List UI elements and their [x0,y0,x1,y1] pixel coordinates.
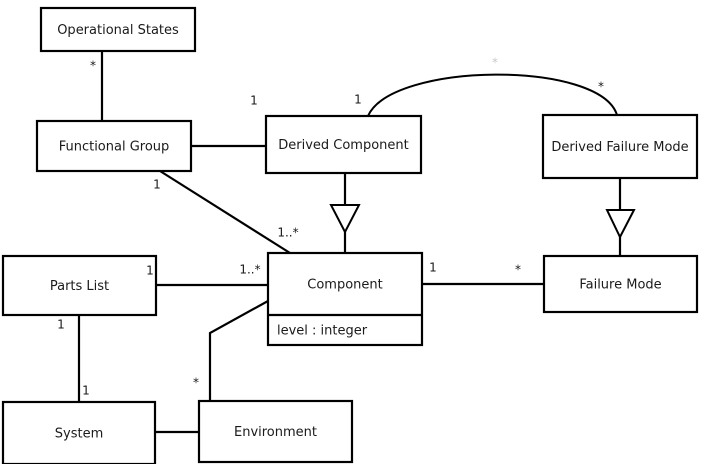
multiplicity-label-mult-derived-failure-mode-curve: * [598,80,604,94]
class-name-functional-group: Functional Group [59,140,170,155]
multiplicity-label-mult-derived-component-curve: 1 [354,93,362,107]
multiplicity-label-mult-environment-up: * [193,376,199,390]
generalization-arrow-icon-derived-failure-mode--failure-mode [605,209,636,240]
class-frame-derived-failure-mode [541,113,699,180]
multiplicity-label-mult-parts-list-to-system: 1 [57,318,65,332]
class-box-derived-failure-mode[interactable]: Derived Failure Mode [541,113,699,180]
class-frame-failure-mode [542,254,699,314]
multiplicity-label-mult-failure-mode-left: * [515,263,521,277]
class-frame-parts-list [1,254,158,317]
association-derived-component--derived-failure-mode[interactable] [367,73,618,117]
class-box-environment[interactable]: Environment [197,399,354,464]
class-box-operational-states[interactable]: Operational States [39,6,197,53]
class-name-component: Component [307,278,382,293]
class-box-parts-list[interactable]: Parts List [1,254,158,317]
class-box-system[interactable]: System [1,400,157,464]
class-box-failure-mode[interactable]: Failure Mode [542,254,699,314]
class-box-derived-component[interactable]: Derived Component [264,114,423,175]
multiplicity-label-mult-curve-apex: * [492,56,498,70]
association-functional-group--component[interactable] [159,170,291,254]
class-frame-functional-group [35,119,193,173]
class-frame-operational-states [39,6,197,53]
generalization-arrow-icon-derived-component--component [329,204,361,235]
class-box-component[interactable]: Component level : integer [266,251,424,347]
class-box-functional-group[interactable]: Functional Group [35,119,193,173]
multiplicity-label-mult-component-from-parts-list: 1..* [239,263,260,277]
class-name-derived-component: Derived Component [278,138,409,153]
class-attribute-component-0: level : integer [277,324,368,339]
association-environment--component[interactable] [208,300,269,401]
multiplicity-label-mult-component-from-functional-group: 1..* [277,226,298,240]
multiplicity-label-mult-operational-states: * [90,59,96,73]
multiplicity-layer: * 1 1 * * 1 1..* 1 1..* 1 * 1 1 * [57,56,604,398]
multiplicity-label-mult-parts-list-right: 1 [146,264,154,278]
generalization-layer [329,173,636,256]
class-frame-environment [197,399,354,464]
class-name-environment: Environment [234,425,317,440]
class-frame-system [1,400,157,464]
multiplicity-label-mult-functional-group-to-component: 1 [153,178,161,192]
class-name-failure-mode: Failure Mode [579,278,661,293]
multiplicity-label-mult-component-to-failure-mode: 1 [429,261,437,275]
class-frame-component [266,251,424,347]
association-layer [77,51,618,434]
class-name-system: System [55,427,103,442]
class-name-operational-states: Operational States [57,23,179,38]
class-name-derived-failure-mode: Derived Failure Mode [551,140,688,155]
class-frame-derived-component [264,114,423,175]
multiplicity-label-mult-functional-group-to-derived-component: 1 [250,94,258,108]
multiplicity-label-mult-system-top: 1 [82,384,90,398]
class-name-parts-list: Parts List [50,279,109,294]
